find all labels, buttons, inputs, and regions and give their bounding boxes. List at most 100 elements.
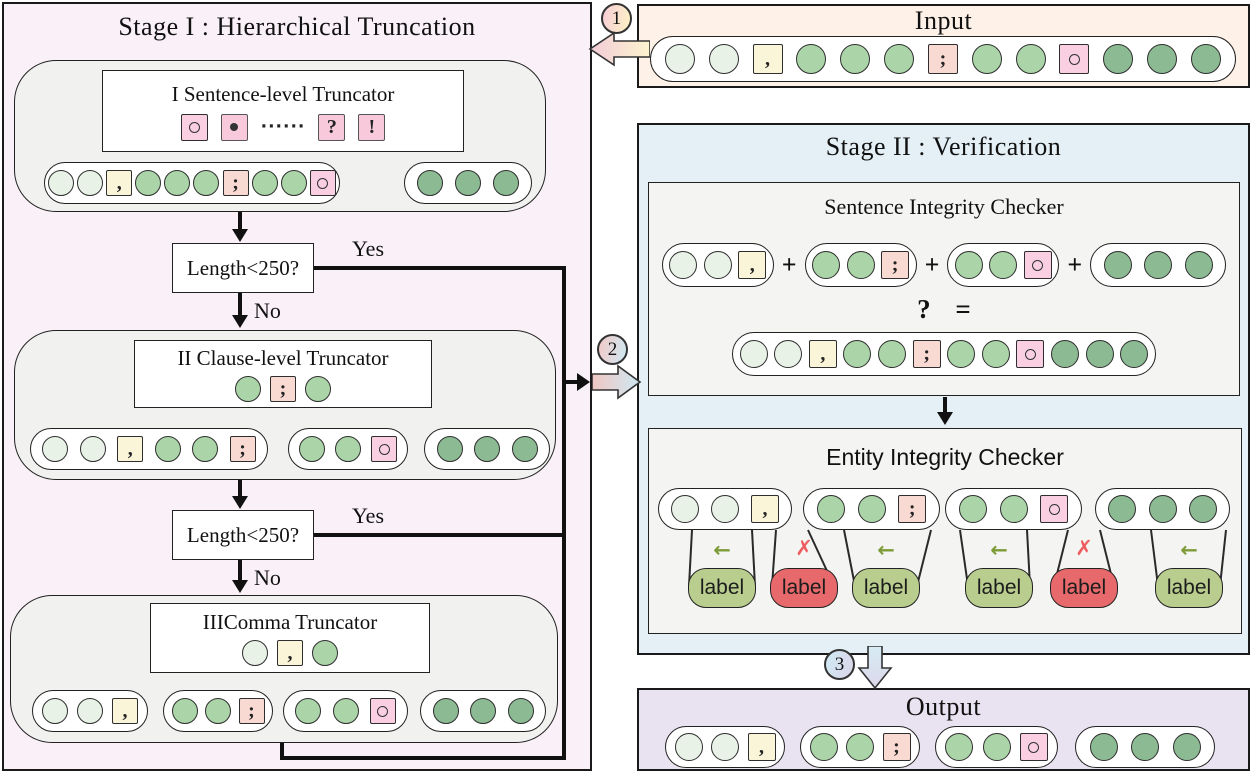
dark-green-token: [417, 170, 443, 196]
dark-green-token: [1148, 495, 1177, 523]
yes-vertical-line: [562, 266, 566, 760]
seq3c-pill: [283, 690, 408, 732]
dark-green-token: [507, 698, 534, 724]
semicolon-token: ;: [222, 170, 249, 196]
ring-glyph: [378, 443, 390, 455]
mid-green-token: [305, 376, 331, 402]
mid-green-token: [192, 436, 219, 462]
shift-left-icon: ←: [1180, 538, 1198, 562]
dark-green-token: [474, 436, 500, 462]
yes1-line: [314, 266, 566, 270]
dark-green-token: [1120, 340, 1149, 368]
output-pill-1: ,: [665, 726, 785, 768]
fullstop-token: [1040, 495, 1069, 523]
ellipsis-glyph: ······: [260, 117, 306, 137]
arrow-head-down: [232, 315, 248, 328]
sentence-truncator-title: I Sentence-level Truncator: [171, 81, 395, 106]
input-sequence-pill: ,;: [650, 36, 1236, 82]
arrow-head-down: [232, 580, 248, 593]
ring-glyph: [377, 705, 389, 717]
comma-demo-row: ,: [242, 640, 338, 666]
mid-green-token: [205, 698, 231, 724]
seq2a-pill: ,;: [30, 428, 268, 470]
dark-green-token: [1103, 251, 1132, 279]
seq1a-pill: ,;: [44, 162, 340, 204]
light-green-token: [674, 733, 703, 761]
output-pill-4: [1075, 726, 1215, 768]
dark-green-token: [1051, 340, 1080, 368]
ring-glyph: [188, 121, 200, 133]
mid-green-token: [335, 436, 361, 462]
light-green-token: [671, 495, 699, 523]
arrow-head-down: [232, 496, 248, 509]
entity-pill-2: ;: [803, 488, 940, 530]
fullstop-token: [1059, 44, 1090, 74]
mid-green-token: [280, 170, 307, 196]
yes-label-2: Yes: [352, 503, 385, 528]
semicolon-token: ;: [881, 251, 910, 279]
light-green-token: [708, 44, 739, 74]
comma-token: ,: [106, 170, 133, 196]
dark-green-token: [436, 436, 463, 462]
mid-green-token: [954, 251, 983, 279]
mid-green-token: [945, 733, 974, 761]
light-green-token: [42, 698, 68, 724]
dark-green-token: [1108, 495, 1137, 523]
mid-green-token: [809, 733, 838, 761]
input-to-stage1-arrow-icon: [588, 31, 650, 67]
mid-green-token: [947, 340, 976, 368]
light-green-token: [774, 340, 803, 368]
dark-green-token: [493, 170, 519, 196]
light-green-token: [664, 44, 695, 74]
dark-green-token: [1144, 251, 1173, 279]
mid-green-token: [164, 170, 191, 196]
semicolon-token: ;: [912, 340, 941, 368]
entity-pill-1: ,: [658, 488, 792, 530]
mid-green-token: [135, 170, 162, 196]
cross-icon: ✗: [795, 536, 813, 560]
output-pill-2: ;: [800, 726, 920, 768]
fullstop-token: [309, 170, 336, 196]
mid-green-token: [981, 340, 1010, 368]
mid-green-token: [971, 44, 1002, 74]
entity-label-bad: label: [770, 568, 838, 608]
comma-token: ,: [751, 495, 779, 523]
stage2-to-output-arrow-icon: [857, 646, 893, 690]
entity-checker-title: Entity Integrity Checker: [826, 444, 1064, 470]
arrow-head-down: [937, 412, 953, 425]
mid-green-token: [816, 495, 845, 523]
arrow-line: [238, 560, 242, 582]
to-stage2-arrowhead: [577, 373, 590, 391]
dark-green-token: [1085, 340, 1114, 368]
ring-glyph: [1068, 53, 1080, 65]
entity-label-ok: label: [852, 568, 920, 608]
mid-green-token: [299, 436, 325, 462]
mid-green-token: [884, 44, 915, 74]
comma-token: ,: [117, 436, 144, 462]
semicolon-token: ;: [270, 376, 296, 402]
entity-label-ok: label: [1155, 568, 1223, 608]
light-green-token: [77, 170, 104, 196]
seq3d-pill: [420, 690, 546, 732]
dark-green-token: [432, 698, 459, 724]
loop-bottom-line: [280, 756, 566, 760]
ring-glyph: [1024, 348, 1036, 360]
mid-green-token: [982, 733, 1011, 761]
light-green-token: [711, 495, 739, 523]
fullstop-token: [1019, 733, 1048, 761]
seq1b-pill: [404, 162, 532, 204]
dark-green-token: [1172, 733, 1201, 761]
output-title: Output: [905, 692, 982, 721]
light-green-token: [42, 436, 69, 462]
mid-green-token: [235, 376, 261, 402]
light-green-token: [669, 251, 698, 279]
semicolon-token: ;: [238, 698, 265, 724]
stage1-to-stage2-arrow-icon: [592, 364, 642, 400]
comma-token: ,: [752, 44, 783, 74]
mid-green-token: [840, 44, 871, 74]
dark-green-token: [1184, 251, 1213, 279]
comma-truncator-box: IIIComma Truncator ,: [150, 603, 430, 673]
output-pill-3: [935, 726, 1058, 768]
semicolon-token: ;: [229, 436, 256, 462]
